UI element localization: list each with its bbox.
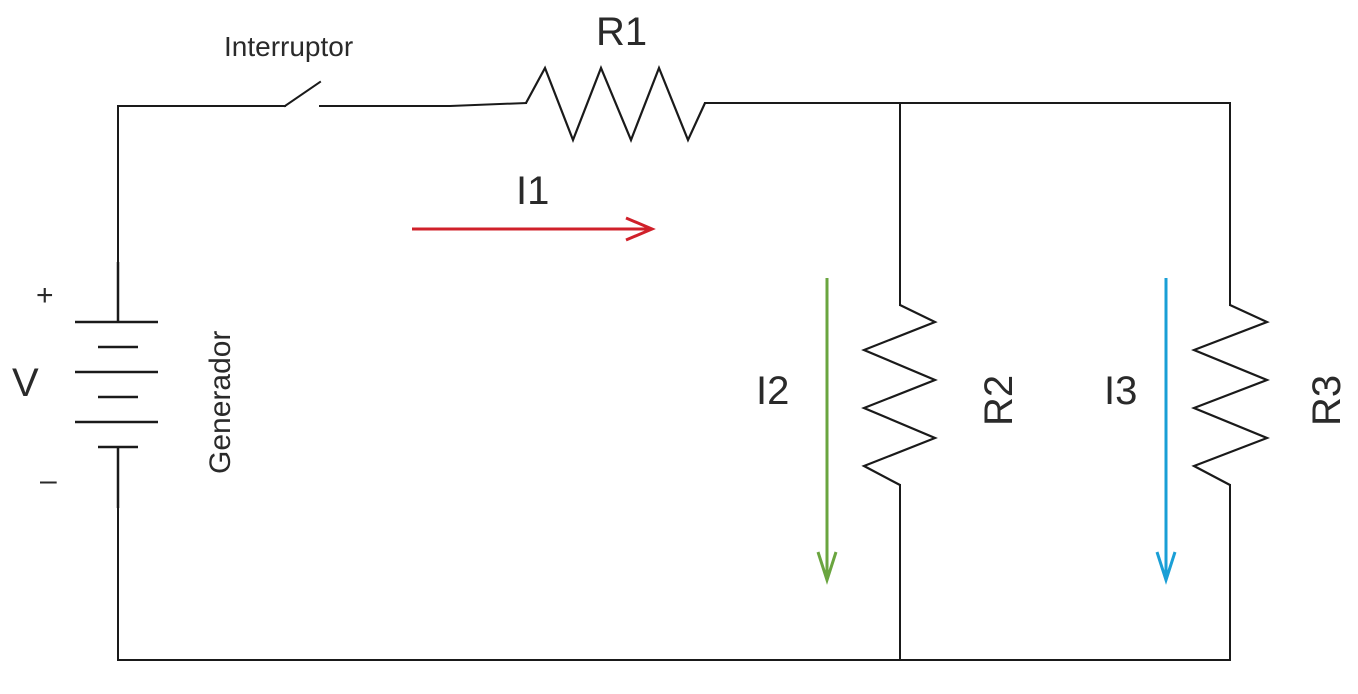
battery [75,262,158,508]
wires [117,101,1231,661]
arrow-i1 [412,216,656,242]
wire-left-top [117,105,213,263]
r2-label: R2 [977,375,1021,426]
generator-label: Generador [204,331,237,474]
resistor-r2 [861,304,938,486]
switch-blade [283,80,322,108]
wire-to-r1 [389,101,528,107]
arrow-i3 [1155,278,1177,585]
minus-sign: – [40,464,57,497]
r3-label: R3 [1305,375,1349,426]
i2-label: I2 [756,369,789,413]
voltage-label: V [12,361,39,405]
arrow-i2-head [816,551,838,585]
r1-label: R1 [596,10,647,54]
i3-label: I3 [1104,369,1137,413]
i1-label: I1 [516,169,549,213]
plus-sign: + [36,279,54,312]
switch-label: Interruptor [224,31,353,62]
arrow-i2 [816,278,838,585]
arrow-i1-head [625,216,656,242]
wire-bottom [117,507,1231,661]
resistor-r1 [525,65,706,144]
arrow-i3-head [1155,551,1177,585]
resistor-r3 [1191,304,1270,486]
switch [211,80,322,108]
